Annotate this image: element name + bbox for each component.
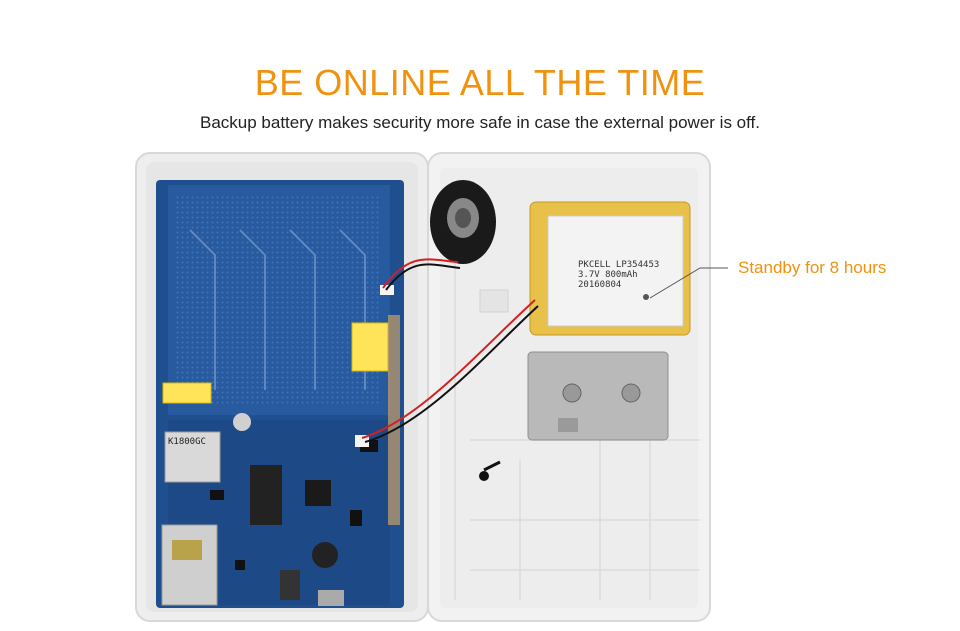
standby-callout: Standby for 8 hours — [738, 258, 887, 277]
battery-label: PKCELL LP354453 3.7V 800mAh 20160804 — [578, 260, 659, 290]
module-label: K1800GC — [168, 437, 206, 447]
battery-label-line3: 20160804 — [578, 280, 622, 290]
metal-bracket — [527, 351, 669, 441]
subline: Backup battery makes security more safe … — [199, 113, 760, 132]
sim-slot — [161, 524, 218, 606]
battery-label-line2: 3.7V 800mAh — [578, 270, 638, 280]
gsm-module — [164, 431, 221, 483]
tape-2 — [162, 382, 212, 404]
tape-1 — [351, 322, 389, 372]
battery-label-line1: PKCELL LP354453 — [578, 260, 660, 270]
headline: BE ONLINE ALL THE TIME — [254, 62, 706, 103]
